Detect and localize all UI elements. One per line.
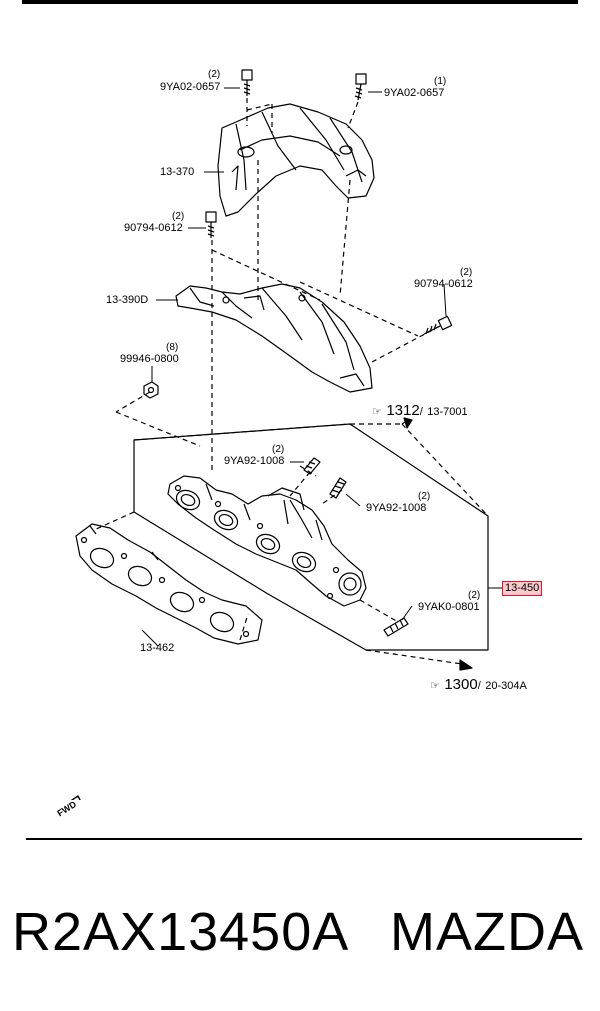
qty-9ya02-0657-left: (2) — [208, 69, 221, 80]
divider — [26, 838, 582, 840]
bolt-9ya02-0657-right — [354, 73, 367, 101]
reference-1312: ☞ 1312/ 13-7001 — [372, 402, 468, 420]
bolt-9ya02-0657-left — [241, 69, 253, 96]
reference-1312-main: 1312 — [386, 402, 420, 419]
reference-1300: ☞ 1300/ 20-304A — [430, 676, 527, 694]
part-label-9ya02-0657-left: 9YA02-0657 — [160, 81, 221, 93]
reference-1300-sub: 20-304A — [485, 680, 527, 692]
footer: R2AX13450A MAZDA — [0, 895, 600, 975]
reference-1300-main: 1300 — [444, 676, 478, 693]
qty-9yak0-0801: (2) — [468, 590, 481, 601]
exhaust-manifold — [167, 475, 367, 607]
part-label-9yak0-0801: 9YAK0-0801 — [418, 601, 480, 613]
heat-shield-lower — [175, 283, 373, 393]
part-label-9ya92-1008-top: 9YA92-1008 — [224, 455, 285, 467]
reference-1300-sep: / — [477, 680, 481, 692]
reference-1312-sep: / — [419, 406, 423, 418]
stud-9yak0-0801 — [383, 617, 409, 637]
footer-part-number: R2AX13450A — [12, 902, 350, 962]
reference-1312-sub: 13-7001 — [427, 406, 468, 418]
part-label-13-390d: 13-390D — [106, 294, 149, 306]
qty-99946-0800: (8) — [166, 342, 179, 353]
arrow-1312 — [401, 417, 413, 429]
qty-9ya02-0657-right: (1) — [434, 76, 447, 87]
fwd-label: FWD — [55, 799, 78, 819]
manifold-gasket — [75, 523, 263, 645]
arrow-1300 — [459, 659, 473, 671]
part-label-13-370: 13-370 — [160, 166, 195, 178]
top-rule — [22, 0, 578, 4]
stud-9ya92-1008-right — [329, 477, 347, 499]
qty-9ya92-1008-right: (2) — [418, 491, 431, 502]
part-label-9ya02-0657-right: 9YA02-0657 — [384, 87, 445, 99]
leader-lines — [141, 87, 502, 647]
part-label-99946-0800: 99946-0800 — [120, 353, 179, 365]
manifold-frame — [133, 423, 489, 651]
bolt-90794-0612-left — [205, 211, 217, 238]
qty-90794-0612-left: (2) — [172, 211, 185, 222]
guide-lines-lower — [93, 423, 489, 665]
bolt-90794-0612-right — [423, 315, 453, 335]
part-label-9ya92-1008-right: 9YA92-1008 — [366, 502, 427, 514]
part-label-13-462: 13-462 — [140, 642, 175, 654]
stud-9ya92-1008-top — [303, 457, 321, 475]
fwd-arrow-icon — [70, 795, 81, 800]
nut-99946-0800 — [143, 381, 159, 399]
qty-9ya92-1008-top: (2) — [272, 444, 285, 455]
pointing-hand-icon: ☞ — [372, 406, 382, 418]
part-label-90794-0612-right: 90794-0612 — [414, 278, 473, 290]
footer-brand: MAZDA — [390, 902, 584, 962]
pointing-hand-icon: ☞ — [430, 680, 440, 692]
qty-90794-0612-right: (2) — [460, 267, 473, 278]
part-label-13-450-highlighted[interactable]: 13-450 — [502, 581, 543, 596]
exploded-parts-diagram — [70, 69, 502, 800]
part-label-90794-0612-left: 90794-0612 — [124, 222, 183, 234]
